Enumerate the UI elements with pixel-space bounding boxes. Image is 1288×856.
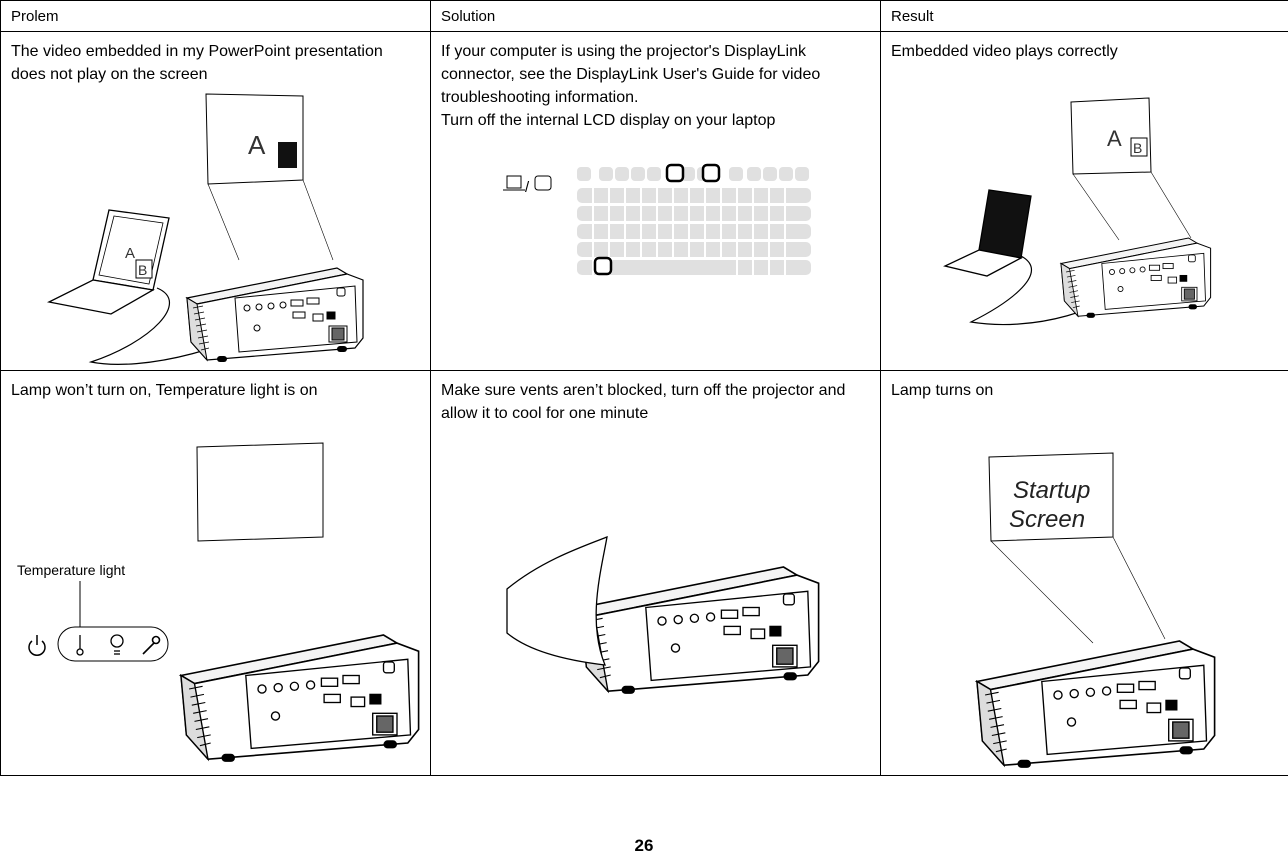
monitor-icon — [535, 176, 551, 190]
problem-cell: The video embedded in my PowerPoint pres… — [1, 32, 430, 370]
svg-text:/: / — [525, 179, 530, 196]
laptop-projector-result-illustration: A B — [881, 32, 1288, 370]
laptop-projector-illustration: A A B — [1, 32, 431, 370]
laptop-icon: A B — [49, 210, 169, 314]
screen-letter-a: A — [248, 130, 266, 160]
temperature-light-illustration: Temperature light — [1, 371, 431, 775]
problem-cell: Lamp won’t turn on, Temperature light is… — [1, 371, 430, 775]
blank-screen — [197, 443, 323, 541]
svg-text:B: B — [1133, 140, 1142, 156]
laptop-icon — [945, 190, 1031, 276]
svg-text:A: A — [1107, 126, 1122, 151]
keyboard-illustration: / — [431, 32, 881, 370]
solution-cell: If your computer is using the projector'… — [431, 32, 880, 370]
fn-key — [667, 165, 683, 181]
laptop-icon — [503, 176, 525, 190]
table-row: Lamp won’t turn on, Temperature light is… — [1, 371, 1288, 776]
startup-screen-illustration: Startup Screen — [881, 371, 1288, 775]
startup-screen-line-1: Startup — [1013, 477, 1090, 504]
keyboard — [577, 167, 811, 275]
table-header-row: Prolem Solution Result — [1, 1, 1288, 32]
fn-key-bottom — [595, 258, 611, 274]
svg-text:B: B — [138, 262, 147, 278]
lcd-toggle-key — [703, 165, 719, 181]
svg-text:A: A — [125, 245, 135, 262]
vent-illustration — [431, 371, 881, 775]
header-result: Result — [881, 1, 1288, 32]
result-cell: Lamp turns on Startup Screen — [881, 371, 1288, 775]
startup-screen-line-2: Screen — [1009, 506, 1085, 533]
power-icon — [29, 635, 45, 655]
temperature-light-callout: Temperature light — [17, 562, 125, 578]
result-cell: Embedded video plays correctly A B — [881, 32, 1288, 370]
page-number: 26 — [0, 836, 1288, 856]
header-problem: Prolem — [1, 1, 431, 32]
solution-cell: Make sure vents aren’t blocked, turn off… — [431, 371, 880, 775]
header-solution: Solution — [431, 1, 881, 32]
table-row: The video embedded in my PowerPoint pres… — [1, 32, 1288, 371]
black-video-box — [278, 142, 297, 168]
troubleshooting-table: Prolem Solution Result The video embedde… — [0, 0, 1288, 776]
paper-blocking-vent — [507, 537, 607, 665]
